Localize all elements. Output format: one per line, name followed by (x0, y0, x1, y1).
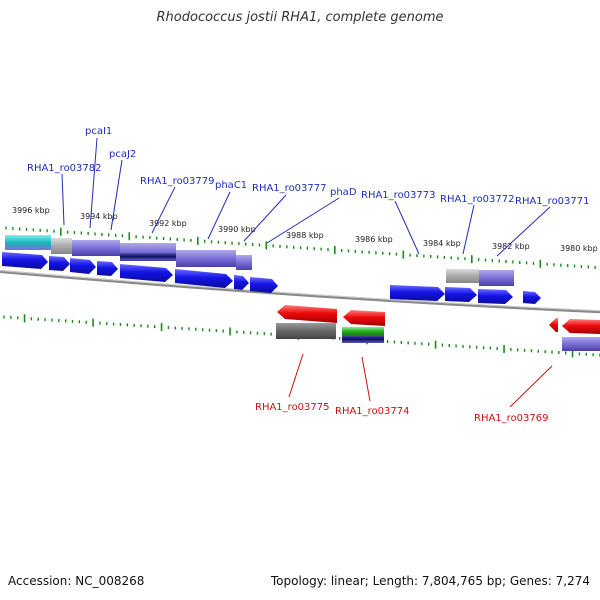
feature-bar (5, 235, 51, 250)
gene-label-ro03777[interactable]: RHA1_ro03777 (252, 183, 327, 194)
leader-line (394, 200, 420, 255)
forward-gene-arrow[interactable] (97, 261, 118, 276)
feature-bar (236, 255, 252, 270)
leader-line (496, 206, 551, 257)
forward-gene-track (2, 252, 541, 304)
gene-label-ro03772[interactable]: RHA1_ro03772 (440, 194, 515, 205)
forward-gene-arrow[interactable] (2, 252, 48, 269)
feature-bar (276, 323, 336, 339)
reverse-gene-arrow[interactable] (549, 318, 558, 332)
gene-label-ro03773[interactable]: RHA1_ro03773 (361, 190, 436, 201)
feature-bar (479, 270, 514, 286)
gene-label-phad[interactable]: phaD (330, 187, 357, 198)
kbp-label: 3986 kbp (355, 235, 393, 244)
gene-label-ro03779[interactable]: RHA1_ro03779 (140, 176, 215, 187)
feature-bar (342, 327, 384, 335)
feature-bar (51, 238, 72, 254)
leader-line (361, 356, 371, 402)
leader-line (89, 137, 98, 229)
kbp-label: 3994 kbp (80, 212, 118, 221)
genome-backbone-highlight (0, 269, 600, 312)
gene-label-ro03774[interactable]: RHA1_ro03774 (335, 406, 410, 417)
leader-line (266, 197, 340, 244)
leader-line (509, 365, 553, 408)
leader-line (207, 191, 231, 240)
forward-gene-arrow[interactable] (390, 285, 445, 301)
feature-bar (72, 240, 120, 256)
leader-line (151, 186, 176, 234)
leader-line (110, 159, 123, 231)
leader-line (243, 194, 287, 242)
reverse-gene-track (276, 305, 600, 351)
forward-label-leaders (61, 137, 551, 257)
kbp-label: 3996 kbp (12, 206, 50, 215)
reverse-gene-arrow[interactable] (343, 310, 385, 326)
forward-gene-arrow[interactable] (175, 269, 233, 288)
forward-gene-arrow[interactable] (234, 275, 249, 290)
feature-bar (342, 335, 384, 343)
gene-label-ro03769[interactable]: RHA1_ro03769 (474, 413, 549, 424)
gene-label-pcaj2[interactable]: pcaJ2 (109, 149, 136, 160)
kbp-label: 3988 kbp (286, 231, 324, 240)
forward-gene-arrow[interactable] (49, 256, 70, 271)
kbp-label: 3980 kbp (560, 244, 598, 253)
map-title: Rhodococcus jostii RHA1, complete genome (156, 10, 444, 25)
forward-feature-track (5, 235, 514, 286)
leader-line (61, 173, 65, 226)
forward-tick-row (5, 226, 596, 269)
topology-text: Topology: linear; Length: 7,804,765 bp; … (270, 574, 590, 588)
gene-label-ro03775[interactable]: RHA1_ro03775 (255, 402, 330, 413)
leader-line (288, 353, 304, 398)
reverse-gene-arrow[interactable] (277, 305, 337, 323)
forward-gene-arrow[interactable] (523, 291, 541, 304)
gene-label-ro03771[interactable]: RHA1_ro03771 (515, 196, 590, 207)
gene-label-phac1[interactable]: phaC1 (215, 180, 247, 191)
feature-bar (120, 253, 176, 260)
kbp-label: 3982 kbp (492, 242, 530, 251)
leader-line (462, 204, 475, 255)
forward-gene-arrow[interactable] (478, 289, 513, 304)
forward-gene-arrow[interactable] (120, 264, 173, 282)
kbp-label: 3984 kbp (423, 239, 461, 248)
kbp-label: 3990 kbp (218, 225, 256, 234)
forward-gene-arrow[interactable] (250, 277, 278, 293)
gene-label-ro03782[interactable]: RHA1_ro03782 (27, 163, 102, 174)
forward-gene-arrow[interactable] (445, 287, 477, 302)
reverse-gene-arrow[interactable] (562, 319, 600, 334)
reverse-label-leaders (288, 353, 553, 408)
feature-bar (176, 250, 236, 267)
feature-bar (562, 337, 600, 351)
gene-label-pcai1[interactable]: pcaI1 (85, 126, 112, 137)
genome-backbone (0, 269, 600, 314)
kbp-label: 3992 kbp (149, 219, 187, 228)
accession-text: Accession: NC_008268 (8, 574, 145, 588)
feature-bar (446, 269, 479, 283)
forward-gene-arrow[interactable] (70, 258, 96, 274)
